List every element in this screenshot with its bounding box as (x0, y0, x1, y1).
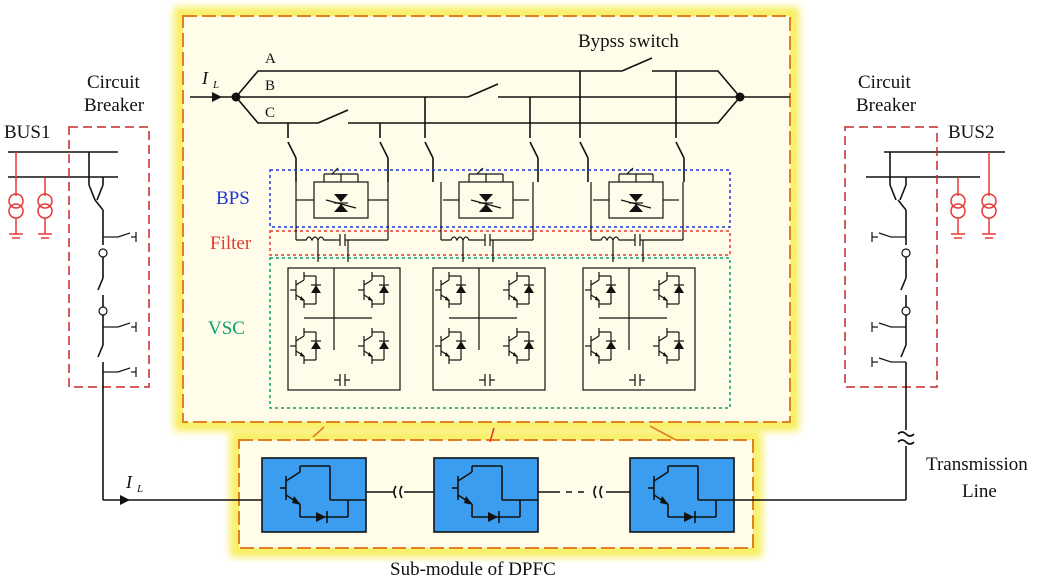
cb-right-label-line2: Breaker (856, 95, 917, 116)
bps-label: BPS (216, 188, 250, 209)
current-subscript-top: L (212, 79, 219, 91)
converter-module-3 (582, 167, 696, 391)
bus2-label: BUS2 (948, 122, 994, 143)
converter-module-1 (287, 167, 401, 391)
phase-b-label: B (265, 78, 275, 94)
zoom-indicators (312, 425, 677, 443)
line-current-top: I L (190, 68, 236, 102)
filter-box (269, 230, 731, 256)
bps-box (269, 169, 731, 228)
current-symbol-top: I (201, 68, 209, 88)
circuit-breaker-right-box (844, 126, 938, 388)
upper-highlight-region (174, 7, 799, 431)
three-phase-lines (231, 57, 790, 124)
bus1-label: BUS1 (4, 122, 50, 143)
bus1-busbars (8, 151, 118, 178)
filter-label: Filter (210, 233, 252, 254)
cb-right-label-line1: Circuit (858, 72, 911, 93)
submodule-caption: Sub-module of DPFC (390, 559, 556, 580)
cb-left-label-line1: Circuit (87, 72, 140, 93)
phase-a-label: A (265, 51, 276, 67)
transmission-line-break (897, 431, 915, 500)
line-current-bottom: I L (103, 472, 262, 505)
current-symbol-bottom: I (125, 472, 133, 492)
current-subscript-bottom: L (136, 483, 143, 495)
module-taps (287, 71, 685, 182)
bus2-busbars (866, 151, 1005, 178)
submodule-3 (629, 457, 735, 533)
submodule-interconnects (366, 485, 906, 501)
transmission-line-label-line2: Line (962, 481, 997, 502)
submodule-1 (261, 457, 367, 533)
submodule-2 (433, 457, 539, 533)
transmission-line-label-line1: Transmission (926, 454, 1028, 475)
vsc-label: VSC (208, 318, 245, 339)
bus2-current-transformers (950, 152, 997, 239)
circuit-breaker-left-box (68, 126, 150, 388)
converter-module-2 (432, 167, 546, 391)
vsc-box (269, 257, 731, 409)
bus1-current-transformers (8, 152, 53, 239)
circuit-breaker-left (88, 152, 137, 500)
circuit-breaker-right (871, 152, 911, 430)
phase-c-label: C (265, 105, 275, 121)
bypass-switch-label: Bypss switch (578, 31, 679, 52)
cb-left-label-line2: Breaker (84, 95, 145, 116)
